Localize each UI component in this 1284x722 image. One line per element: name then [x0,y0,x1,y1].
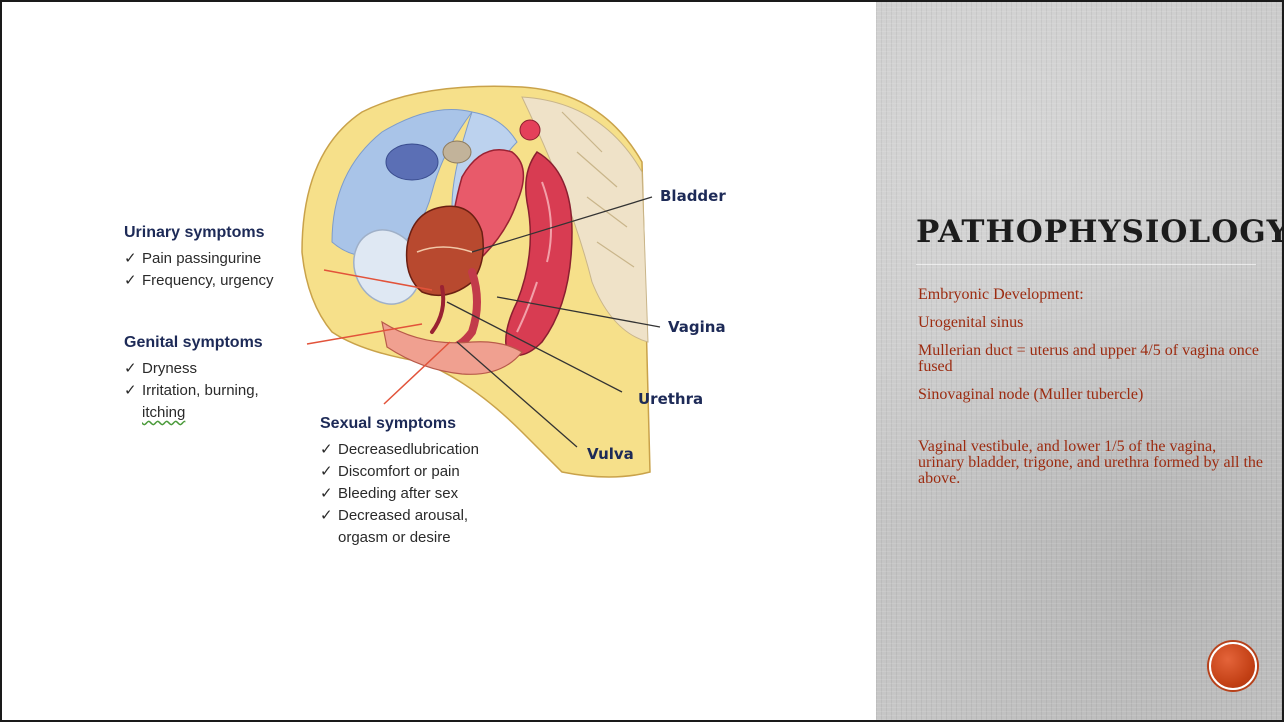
list-item: ✓Dryness [124,358,263,380]
list-item-continuation: orgasm or desire [320,527,479,549]
slide-badge-icon [1209,642,1257,690]
text-pane: PATHOPHYSIOLOGY Embryonic Development: U… [876,2,1282,720]
sexual-symptoms: Sexual symptoms ✓Decreasedlubrication ✓D… [320,415,479,549]
label-bladder: Bladder [660,187,726,205]
list-item: ✓Pain passingurine [124,248,273,270]
list-item: ✓Discomfort or pain [320,461,479,483]
list-item: ✓Decreasedlubrication [320,439,479,461]
title-divider [916,264,1256,265]
figure-pane: Bladder Vagina Urethra Vulva Urinary sym… [2,2,876,720]
list-item-continuation: itching [124,402,263,424]
paragraph: Sinovaginal node (Muller tubercle) [918,387,1263,403]
urinary-heading: Urinary symptoms [124,224,273,242]
paragraph: Urogenital sinus [918,315,1263,331]
list-item: ✓Decreased arousal, [320,505,479,527]
urinary-symptoms: Urinary symptoms ✓Pain passingurine ✓Fre… [124,224,273,292]
label-vulva: Vulva [587,445,634,463]
paragraph: Mullerian duct = uterus and upper 4/5 of… [918,343,1263,375]
list-item: ✓Bleeding after sex [320,483,479,505]
list-item: ✓Frequency, urgency [124,270,273,292]
label-vagina: Vagina [668,318,726,336]
genital-symptoms: Genital symptoms ✓Dryness ✓Irritation, b… [124,334,263,424]
list-item: ✓Irritation, burning, [124,380,263,402]
label-urethra: Urethra [638,390,703,408]
slide-title: PATHOPHYSIOLOGY [916,214,1284,250]
paragraph: Embryonic Development: [918,287,1263,303]
paragraph: Vaginal vestibule, and lower 1/5 of the … [918,439,1263,487]
slide-body: Embryonic Development: Urogenital sinus … [918,287,1263,499]
sexual-heading: Sexual symptoms [320,415,479,433]
genital-heading: Genital symptoms [124,334,263,352]
